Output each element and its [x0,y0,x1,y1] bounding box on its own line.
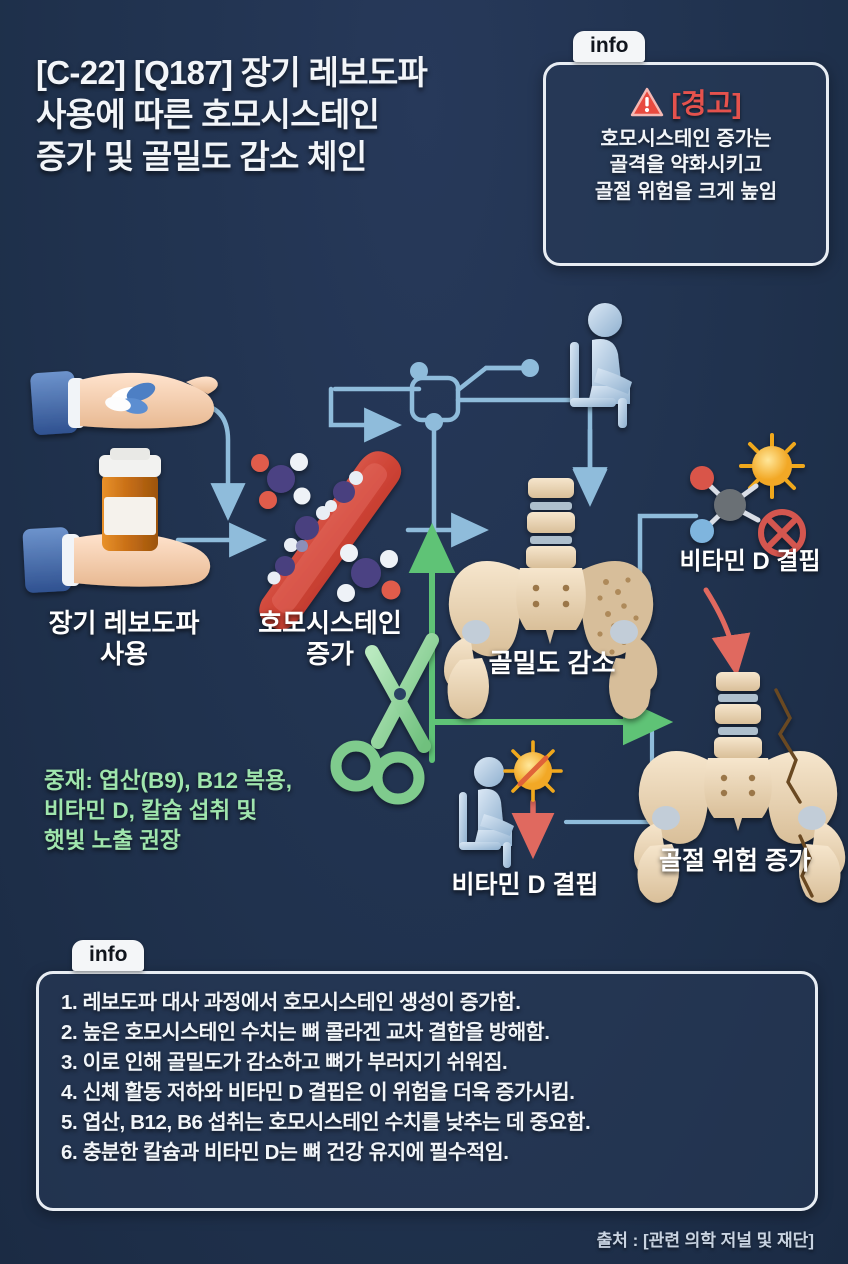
list-item: 4. 신체 활동 저하와 비타민 D 결핍은 이 위험을 더욱 증가시킴. [61,1080,575,1104]
list-item: 5. 엽산, B12, B6 섭취는 호모시스테인 수치를 낮추는 데 중요함. [61,1110,591,1134]
warning-info-tab: info [573,31,646,62]
warning-heading-text: [경고] [671,88,742,119]
node-label-levodopa: 장기 레보도파 사용 [24,608,224,670]
hand-with-bottle-icon [22,448,211,593]
node-label-fracture-risk: 골절 위험 증가 [659,847,811,875]
blood-vessel-molecules-icon [251,451,402,630]
hand-with-pills-icon [30,371,218,435]
node-label-vitamin-d-bottom: 비타민 D 결핍 [451,871,599,899]
warning-line-1: 호모시스테인 증가는 [600,128,772,150]
seated-person-no-sun-icon [459,740,563,868]
lumbar-spine-2 [714,672,762,758]
page-title-line-3: 증가 및 골밀도 감소 체인 [36,138,367,176]
warning-heading-row: [경고] [546,82,826,122]
list-item: 2. 높은 호모시스테인 수치는 뼈 콜라겐 교차 결합을 방해함. [61,1020,550,1044]
intervention-line-1: 중재: 엽산(B9), B12 복용, [44,768,292,793]
homocysteine-molecules [267,471,363,585]
warning-line-2: 골격을 약화시키고 [609,154,763,177]
list-item: 1. 레보도파 대사 과정에서 호모시스테인 생성이 증가함. [61,991,521,1014]
page-title-line-2: 사용에 따른 호모시스테인 [36,96,380,134]
page-title-line-1: [C-22] [Q187] 장기 레보도파 [36,54,428,91]
node-label-homocysteine-line1: 호모시스테인 [258,608,402,638]
intervention-note: 중재: 엽산(B9), B12 복용, 비타민 D, 칼슘 섭취 및 햇빛 노출… [44,766,384,856]
node-label-bone-density: 골밀도 감소 [488,648,616,678]
page-title: [C-22] [Q187] 장기 레보도파 사용에 따른 호모시스테인 증가 및… [36,52,536,179]
intervention-line-3: 햇빛 노출 권장 [44,828,181,854]
blocked-icon [758,509,806,557]
node-label-homocysteine: 호모시스테인 증가 [240,608,420,670]
scissors-icon [330,633,439,805]
molecule-sun-blocked-icon [690,433,806,557]
node-label-homocysteine-line2: 증가 [306,639,354,670]
list-item: 3. 이로 인해 골밀도가 감소하고 뼈가 부러지기 쉬워짐. [61,1050,508,1074]
warning-info-box: [경고] 호모시스테인 증가는 골격을 약화시키고 골절 위험을 크게 높임 [543,62,829,266]
list-item: 6. 충분한 칼슘과 비타민 D는 뼈 건강 유지에 필수적임. [61,1140,509,1164]
fractured-pelvis-icon [634,672,846,903]
sun-blocked-icon [503,740,563,802]
sun-icon [739,433,805,499]
free-molecule-right [337,544,401,602]
warning-body: 호모시스테인 증가는 골격을 약화시키고 골절 위험을 크게 높임 [546,126,826,205]
intervention-line-2: 비타민 D, 칼슘 섭취 및 [44,798,258,824]
free-molecule-left [251,453,311,509]
warning-triangle-icon [631,87,664,116]
fracture-crack-lines [774,688,814,898]
lumbar-spine [526,478,576,568]
risk-arrow-red [703,587,751,677]
seated-person-icon [570,303,632,428]
steps-info-box: 1. 레보도파 대사 과정에서 호모시스테인 생성이 증가함. 2. 높은 호모… [36,971,818,1211]
node-label-vitamin-d-top: 비타민 D 결핍 [679,548,821,575]
warning-line-3: 골절 위험을 크게 높임 [594,180,778,203]
steps-info-tab: info [72,940,145,971]
node-label-levodopa-line1: 장기 레보도파 [48,608,200,638]
osteoporotic-pelvis-icon [444,478,658,719]
steps-list: 1. 레보도파 대사 과정에서 호모시스테인 생성이 증가함. 2. 높은 호모… [39,974,815,1168]
source-credit: 출처 : [관련 의학 저널 및 재단] [596,1231,814,1250]
node-label-levodopa-line2: 사용 [100,639,148,670]
